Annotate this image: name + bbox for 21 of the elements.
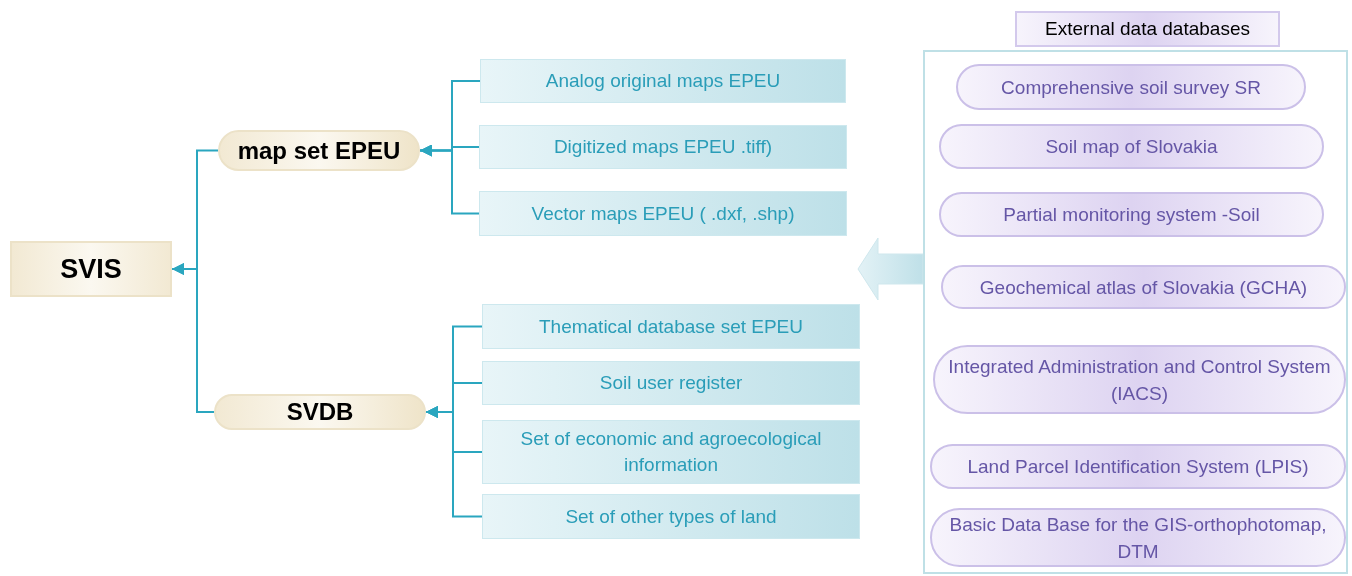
- data-box: Vector maps EPEU ( .dxf, .shp): [479, 191, 847, 236]
- data-box: Soil user register: [482, 361, 860, 405]
- database-pill: Geochemical atlas of Slovakia (GCHA): [941, 265, 1346, 309]
- data-box: Set of economic and agroecological information: [482, 420, 860, 484]
- category-pill: map set EPEU: [218, 130, 420, 171]
- category-pill: SVDB: [214, 394, 426, 430]
- block-arrow: [857, 237, 924, 301]
- root-box: SVIS: [10, 241, 172, 297]
- connector-arrow: [171, 263, 215, 413]
- data-box: Analog original maps EPEU: [480, 59, 846, 103]
- database-pill: Comprehensive soil survey SR: [956, 64, 1306, 110]
- database-pill: Basic Data Base for the GIS-orthophotomap, DTM: [930, 508, 1346, 567]
- database-pill: Integrated Administration and Control System (IACS): [933, 345, 1346, 414]
- panel-heading: External data databases: [1015, 11, 1280, 47]
- database-pill: Land Parcel Identification System (LPIS): [930, 444, 1346, 489]
- data-box: Digitized maps EPEU .tiff): [479, 125, 847, 169]
- data-box: Thematical database set EPEU: [482, 304, 860, 349]
- database-pill: Partial monitoring system -Soil: [939, 192, 1324, 237]
- database-pill: Soil map of Slovakia: [939, 124, 1324, 169]
- connector-arrow: [425, 406, 483, 518]
- data-box: Set of other types of land: [482, 494, 860, 539]
